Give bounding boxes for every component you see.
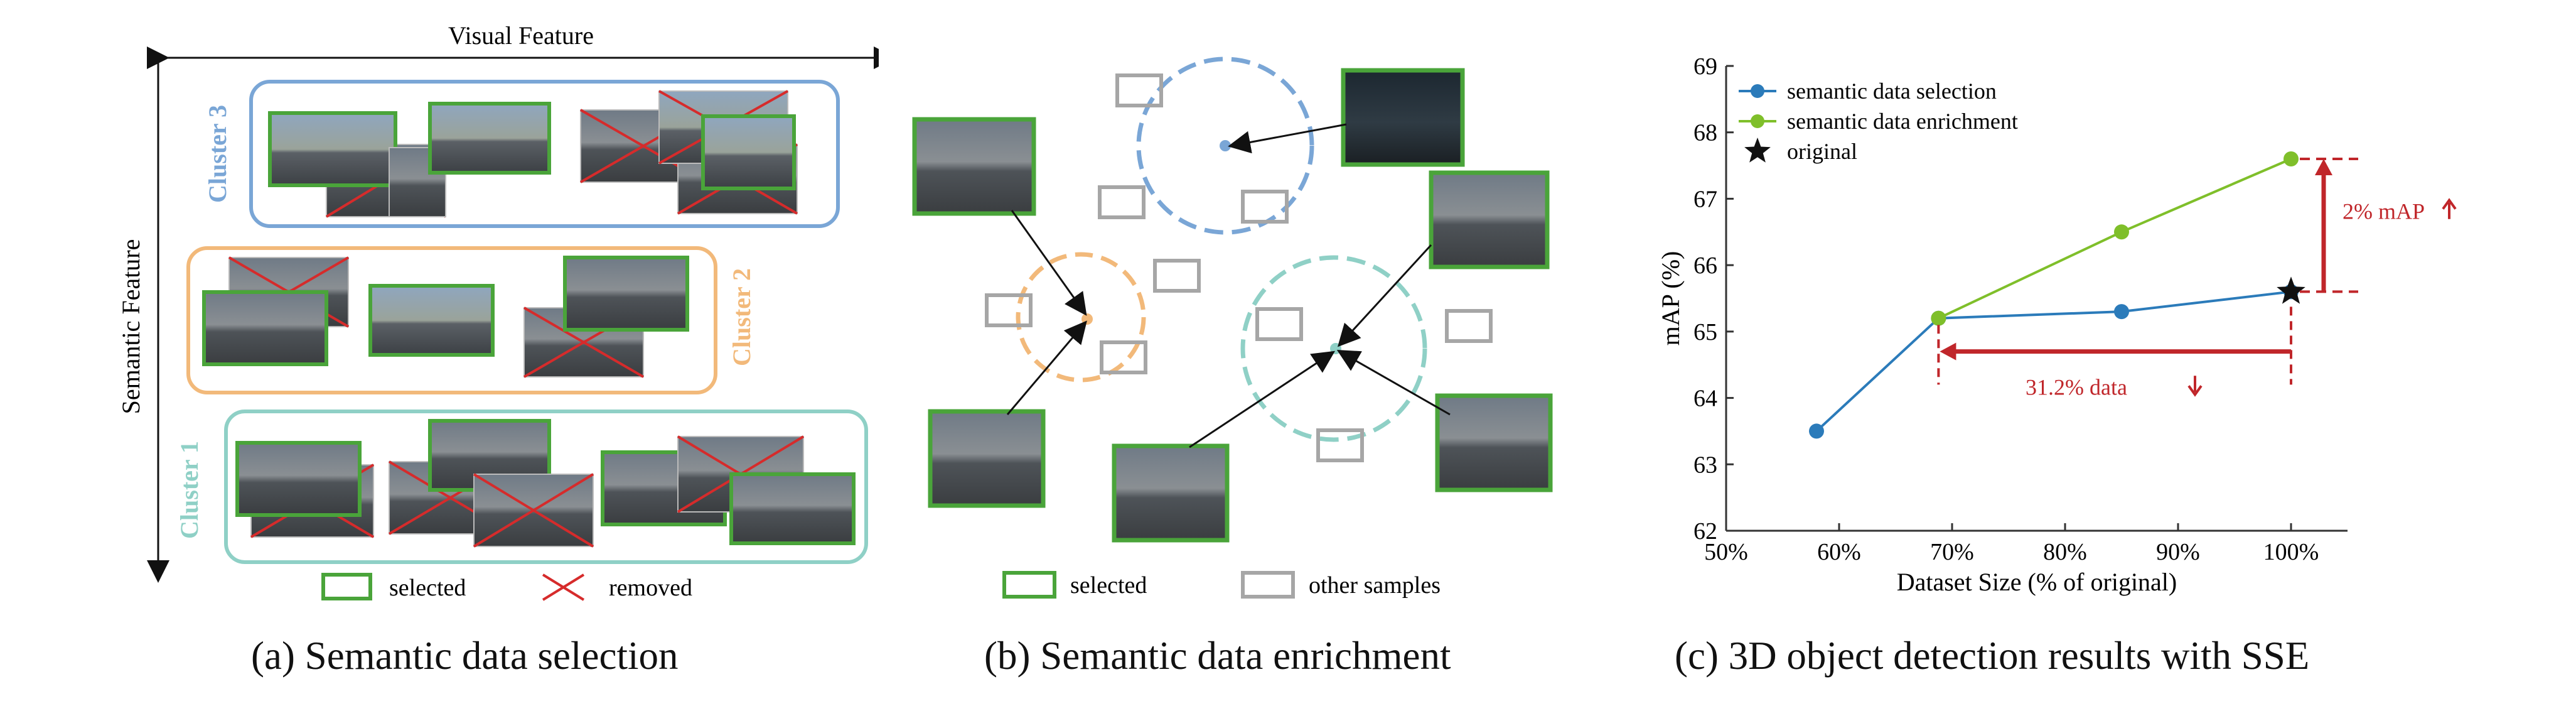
cluster-circle-teal xyxy=(1240,255,1427,442)
cluster-1-label: Cluster 1 xyxy=(175,441,203,539)
chart-axes: 62 63 64 65 66 67 68 69 50% 60% 70% 80% 90% 100% xyxy=(1693,53,2348,565)
map-up-arrow-icon xyxy=(2442,198,2457,219)
legend-selected-swatch xyxy=(321,573,372,600)
caption-b: (b) Semantic data enrichment xyxy=(984,634,1451,678)
cluster-1-box xyxy=(224,410,868,564)
data-saving-annotation: 31.2% data xyxy=(2026,374,2127,399)
semantic-enrichment-diagram: selected other samples xyxy=(912,57,1553,599)
panel-a: Visual Feature Semantic Feature Cluster … xyxy=(0,0,896,711)
x-tick-label: 70% xyxy=(1930,539,1974,565)
cluster-3-images xyxy=(268,90,798,218)
y-tick-label: 62 xyxy=(1693,518,1717,545)
caption-a: (a) Semantic data selection xyxy=(251,634,679,678)
cluster-center-blue xyxy=(1220,140,1231,151)
y-tick-label: 63 xyxy=(1693,452,1717,478)
legend-label-2: original xyxy=(1787,139,1857,164)
cluster-2-images xyxy=(202,256,689,378)
marker-point-0 xyxy=(1809,423,1824,439)
semantic-feature-label: Semantic Feature xyxy=(117,239,145,415)
map-gain-arrowhead xyxy=(2315,159,2332,175)
legend-selected-label: selected xyxy=(389,575,466,601)
marker-point-1 xyxy=(2114,224,2129,240)
cluster-2-label: Cluster 2 xyxy=(727,268,756,366)
marker-point-0 xyxy=(2114,304,2129,320)
y-tick-label: 67 xyxy=(1693,186,1717,212)
cluster-center-orange xyxy=(1081,313,1093,325)
cluster-circle-orange xyxy=(1016,252,1146,383)
legend-label-0: semantic data selection xyxy=(1787,79,1997,104)
y-tick-label: 68 xyxy=(1693,120,1717,146)
chart-legend: semantic data selection semantic data enr… xyxy=(1739,79,2018,164)
map-vs-dataset-size-chart: 62 63 64 65 66 67 68 69 50% 60% 70% 80% 90% 100% sema… xyxy=(1656,53,2457,596)
cluster-3-label: Cluster 3 xyxy=(203,105,232,203)
chart-series xyxy=(1809,151,2305,439)
marker-original-star xyxy=(2277,276,2305,304)
legend-label-1: semantic data enrichment xyxy=(1787,109,2018,134)
panel-c: 62 63 64 65 66 67 68 69 50% 60% 70% 80% 90% 100% sema… xyxy=(1632,0,2576,711)
data-saving-arrowhead xyxy=(1940,342,1956,361)
x-tick-label: 80% xyxy=(2043,539,2087,565)
legend-removed-swatch xyxy=(542,573,585,601)
chart-annotations xyxy=(1937,158,2457,397)
series-line-0 xyxy=(1815,290,2292,432)
y-tick-label: 64 xyxy=(1693,386,1717,412)
x-tick-label: 50% xyxy=(1704,539,1748,565)
enrichment-arrows xyxy=(1006,123,1451,448)
legend-star-marker xyxy=(1744,138,1771,163)
legend-marker-0 xyxy=(1751,84,1764,98)
panel-b: selected other samples (b) Semantic data… xyxy=(879,0,1632,711)
cluster-circle-blue xyxy=(1136,57,1314,235)
marker-point-1 xyxy=(2284,151,2299,166)
legend-selected-label-b: selected xyxy=(1070,572,1147,599)
cluster-1-images xyxy=(235,419,856,548)
x-tick-label: 60% xyxy=(1817,539,1861,565)
y-axis-label: mAP (%) xyxy=(1656,251,1685,346)
legend-marker-1 xyxy=(1751,114,1764,128)
selected-samples xyxy=(912,68,1553,543)
cluster-2-box xyxy=(186,246,717,394)
legend-removed-label: removed xyxy=(609,575,692,601)
x-axis-label: Dataset Size (% of original) xyxy=(1897,568,2177,596)
x-tick-label: 100% xyxy=(2263,539,2319,565)
legend-selected-swatch-b xyxy=(1002,571,1056,599)
cluster-3-box xyxy=(249,80,840,228)
x-tick-label: 90% xyxy=(2156,539,2200,565)
y-tick-label: 69 xyxy=(1693,53,1717,80)
y-tick-label: 66 xyxy=(1693,252,1717,279)
other-samples xyxy=(985,73,1493,462)
y-tick-label: 65 xyxy=(1693,319,1717,345)
visual-feature-label: Visual Feature xyxy=(448,21,594,50)
marker-point-1 xyxy=(1931,310,1946,326)
map-gain-annotation: 2% mAP xyxy=(2343,199,2425,224)
series-line-1 xyxy=(1938,158,2292,320)
legend-other-swatch xyxy=(1241,571,1295,599)
semantic-selection-diagram: Visual Feature Semantic Feature Cluster … xyxy=(117,21,896,601)
data-down-arrow-icon xyxy=(2187,376,2203,397)
caption-c: (c) 3D object detection results with SSE xyxy=(1675,634,2310,678)
legend-other-label: other samples xyxy=(1309,572,1441,599)
